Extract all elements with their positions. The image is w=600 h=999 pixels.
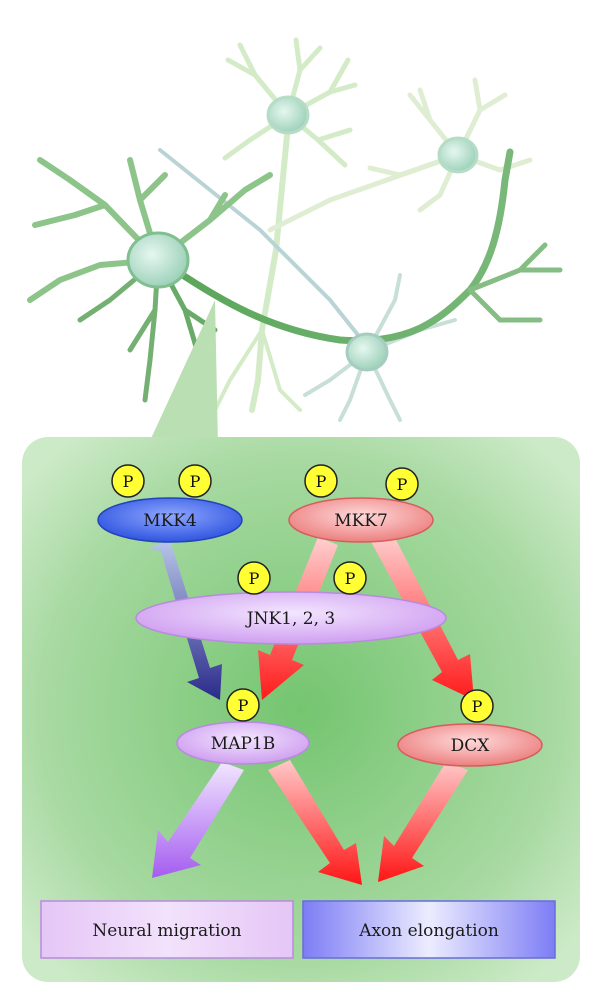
phospho-map1b: P (226, 688, 260, 722)
neuron-bottom (303, 273, 457, 422)
soma-bottom (345, 332, 389, 372)
soma-right (437, 136, 479, 174)
outcome-axon-elongation: Axon elongation (302, 900, 556, 959)
mkk7-label: MKK7 (334, 511, 388, 531)
neural-migration-label: Neural migration (92, 921, 241, 941)
neuron-right (267, 77, 533, 233)
outcome-neural-migration: Neural migration (40, 900, 294, 959)
arrow-map1b-to-migration (152, 762, 244, 878)
phospho-jnk-2: P (333, 561, 367, 595)
svg-text:P: P (472, 697, 483, 716)
main-axon (171, 148, 514, 345)
jnk-label: JNK1, 2, 3 (245, 609, 335, 629)
node-dcx: DCX (397, 723, 543, 767)
arrow-dcx-to-axon (378, 762, 468, 882)
phospho-jnk-1: P (237, 561, 271, 595)
axon-elongation-label: Axon elongation (358, 921, 499, 941)
phospho-groups: P P P P P P P P (111, 464, 494, 723)
svg-text:P: P (249, 569, 260, 588)
mkk4-label: MKK4 (143, 511, 197, 531)
svg-text:P: P (316, 472, 327, 491)
soma-top (266, 95, 310, 135)
phospho-dcx: P (460, 689, 494, 723)
dcx-label: DCX (451, 736, 491, 756)
svg-text:P: P (238, 696, 249, 715)
node-mkk4: MKK4 (97, 497, 243, 543)
svg-text:P: P (345, 569, 356, 588)
node-mkk7: MKK7 (288, 497, 434, 543)
phospho-mkk4-2: P (178, 464, 212, 498)
phospho-mkk7-1: P (304, 464, 338, 498)
arrow-map1b-to-axon (268, 760, 362, 885)
svg-text:P: P (123, 472, 134, 491)
zoom-wedge (148, 300, 218, 445)
soma-main (126, 231, 190, 289)
svg-text:P: P (190, 472, 201, 491)
node-jnk: JNK1, 2, 3 (135, 591, 447, 645)
svg-text:P: P (397, 475, 408, 494)
phospho-mkk4-1: P (111, 464, 145, 498)
phospho-mkk7-2: P (385, 467, 419, 501)
node-map1b: MAP1B (176, 721, 310, 765)
axon-terminal-branches (467, 242, 563, 323)
map1b-label: MAP1B (211, 734, 275, 754)
blue-axon (158, 148, 372, 352)
neuron-illustration (27, 37, 563, 422)
